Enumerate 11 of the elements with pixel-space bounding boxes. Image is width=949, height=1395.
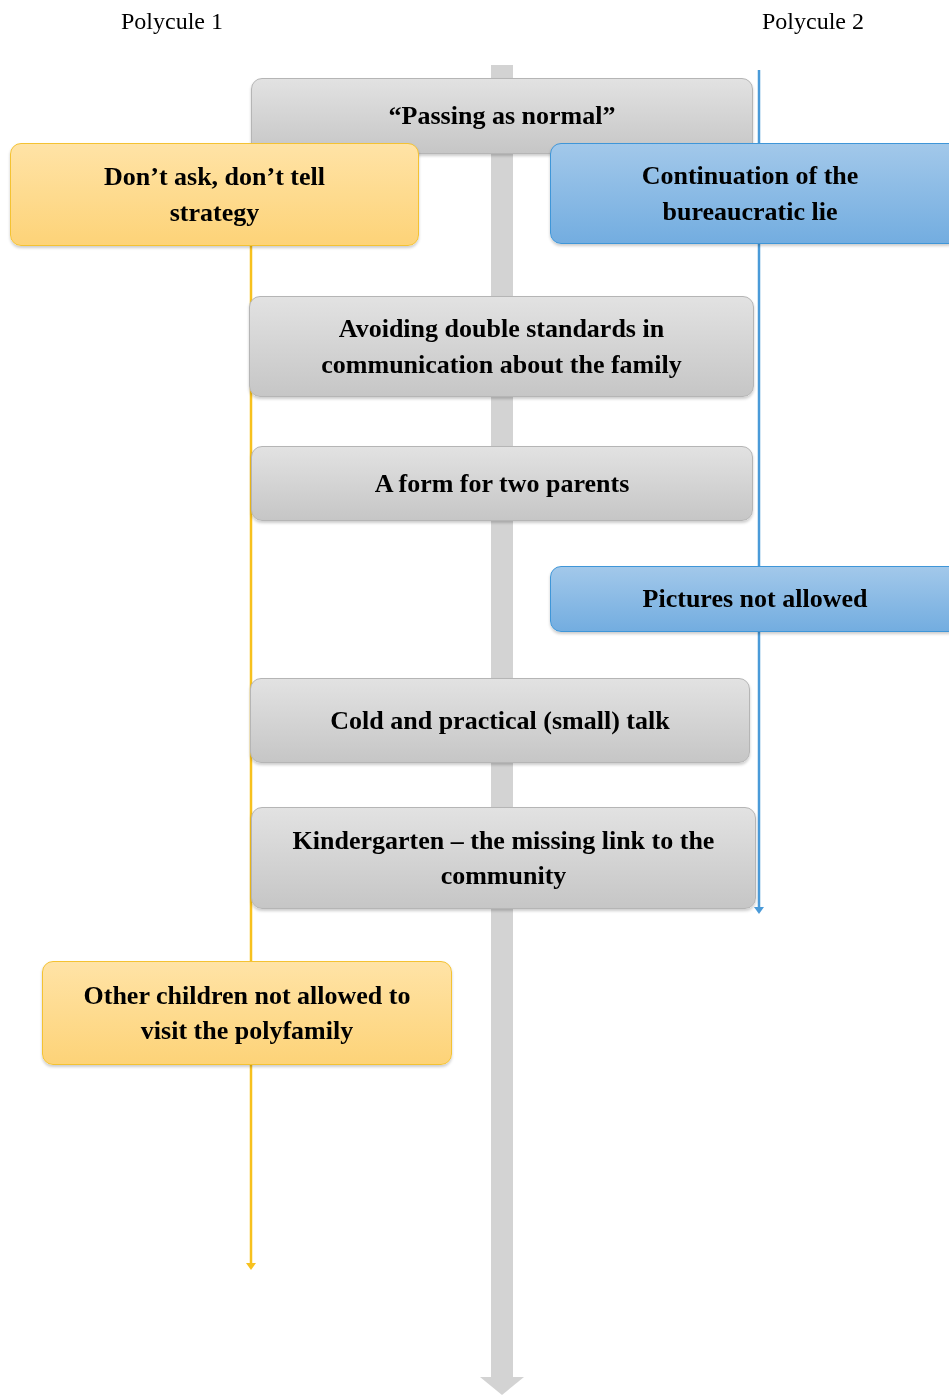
event-box: Kindergarten – the missing link to the community [251,807,756,909]
column-heading: Polycule 2 [762,8,864,35]
event-box: “Passing as normal” [251,78,753,154]
column-heading: Polycule 1 [121,8,223,35]
polycule-event-box: Continuation of the bureaucratic lie [550,143,949,244]
event-box: A form for two parents [251,446,753,521]
polycule-event-box: Pictures not allowed [550,566,949,632]
event-box: Cold and practical (small) talk [250,678,750,763]
event-box: Avoiding double standards in communication about the family [249,296,754,397]
polycule-event-box: Don’t ask, don’t tell strategy [10,143,419,246]
polycule-event-box: Other children not allowed to visit the polyfamily [42,961,452,1065]
